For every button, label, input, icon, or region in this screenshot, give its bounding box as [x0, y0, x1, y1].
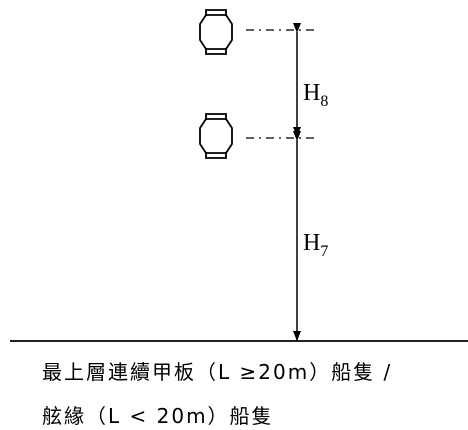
lower-light-height-label: H7 [303, 230, 328, 260]
lower-light-icon [199, 113, 233, 159]
caption-line-1: 最上層連續甲板（L ≥20m）船隻 / [42, 360, 393, 384]
upper-light-height-label: H8 [303, 80, 328, 110]
upper-light-icon [199, 9, 233, 55]
caption-line-2: 舷緣（L < 20m）船隻 [42, 404, 274, 428]
